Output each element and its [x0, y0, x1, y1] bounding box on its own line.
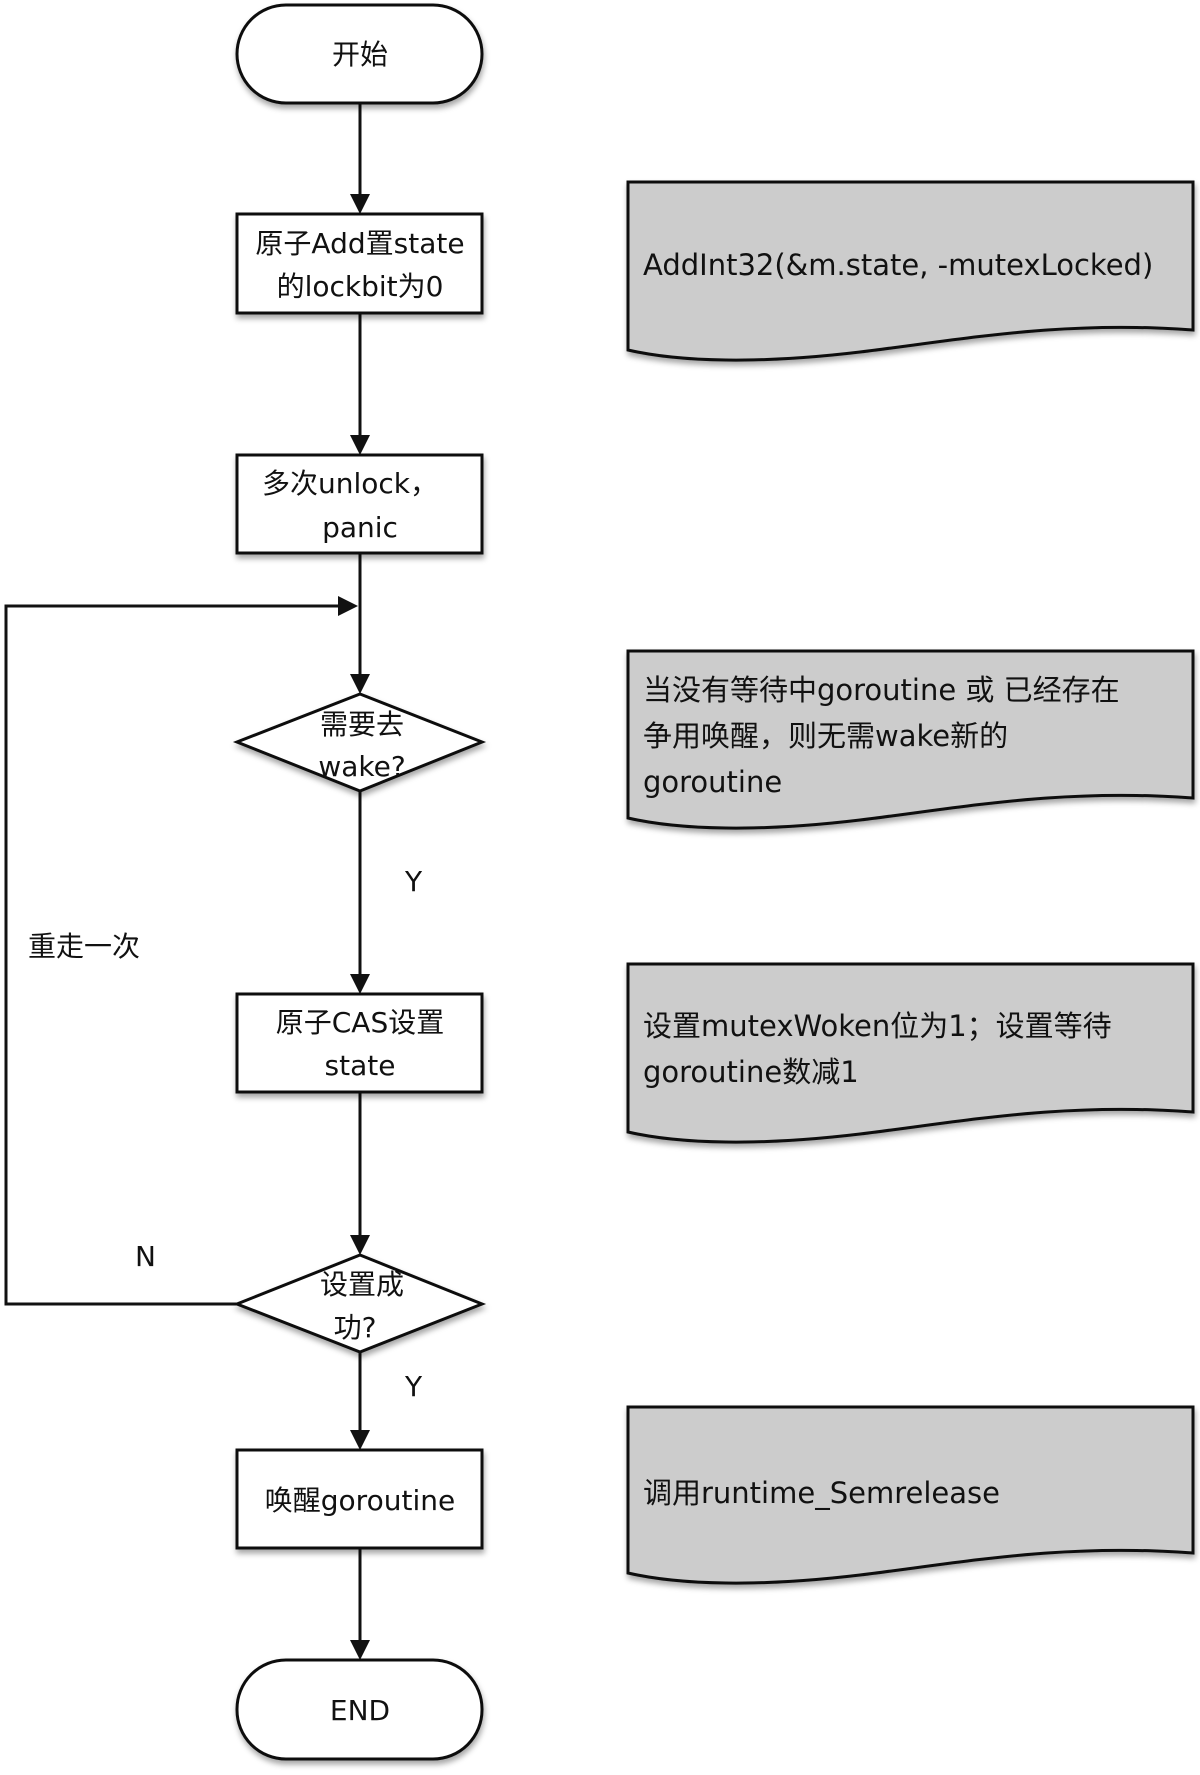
node-multi-unlock-line1: 多次unlock， [262, 467, 438, 500]
arrowhead-icon [350, 974, 370, 994]
node-need-wake: 需要去 wake? [232, 692, 487, 793]
node-end: END [235, 1658, 484, 1761]
node-cas-ok-line2: 功? [334, 1311, 377, 1344]
edges [4, 103, 370, 1660]
note-addint32: AddInt32(&m.state, -mutexLocked) [626, 180, 1195, 362]
arrowhead-icon [350, 1235, 370, 1255]
note-cas-detail-line1: 设置mutexWoken位为1；设置等待 [643, 1009, 1112, 1043]
edge-label-yes-2: Y [404, 1370, 423, 1403]
node-cas-ok: 设置成 功? [232, 1253, 487, 1354]
node-start: 开始 [235, 3, 484, 105]
edge-label-yes-1: Y [404, 865, 423, 898]
node-cas-state-line1: 原子CAS设置 [276, 1006, 444, 1039]
node-multi-unlock-line2: panic [322, 511, 398, 544]
node-add-state: 原子Add置state 的lockbit为0 [235, 212, 484, 315]
arrowhead-icon [350, 435, 370, 455]
node-end-label: END [330, 1694, 390, 1727]
note-semrelease-text: 调用runtime_Semrelease [643, 1476, 1000, 1510]
note-wake-condition: 当没有等待中goroutine 或 已经存在 争用唤醒，则无需wake新的 go… [626, 649, 1195, 830]
node-need-wake-line1: 需要去 [320, 708, 404, 741]
note-wake-condition-line3: goroutine [643, 765, 782, 799]
note-cas-detail-line2: goroutine数减1 [643, 1055, 859, 1089]
note-semrelease: 调用runtime_Semrelease [626, 1405, 1195, 1585]
arrowhead-icon [350, 194, 370, 214]
node-cas-state-line2: state [325, 1049, 396, 1082]
note-wake-condition-line2: 争用唤醒，则无需wake新的 [643, 719, 1008, 753]
node-start-label: 开始 [332, 38, 388, 71]
node-add-state-line1: 原子Add置state [255, 227, 464, 260]
arrowhead-icon [338, 596, 358, 616]
node-multi-unlock: 多次unlock， panic [235, 453, 484, 555]
arrowhead-icon [350, 1640, 370, 1660]
note-cas-detail: 设置mutexWoken位为1；设置等待 goroutine数减1 [626, 962, 1195, 1144]
edge-retry-loop [4, 604, 340, 1306]
node-add-state-line2: 的lockbit为0 [277, 270, 444, 303]
edge-label-no: N [135, 1240, 156, 1273]
node-cas-state: 原子CAS设置 state [235, 992, 484, 1094]
arrowhead-icon [350, 674, 370, 694]
node-need-wake-line2: wake? [318, 750, 405, 783]
node-wake-goroutine-label: 唤醒goroutine [265, 1484, 455, 1517]
edge-label-retry: 重走一次 [28, 930, 140, 963]
note-addint32-text: AddInt32(&m.state, -mutexLocked) [643, 248, 1153, 282]
note-wake-condition-line1: 当没有等待中goroutine 或 已经存在 [643, 673, 1120, 707]
arrowhead-icon [350, 1430, 370, 1450]
node-wake-goroutine: 唤醒goroutine [235, 1448, 484, 1550]
node-cas-ok-line1: 设置成 [320, 1268, 404, 1301]
